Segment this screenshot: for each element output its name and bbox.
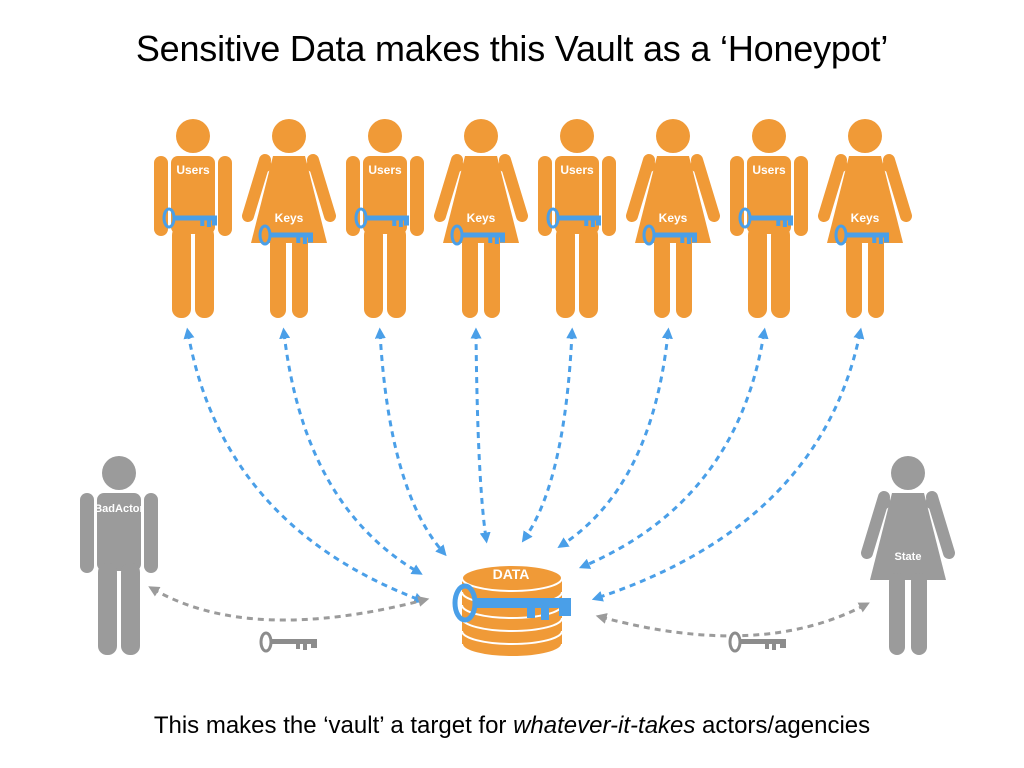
key-icon xyxy=(452,583,571,623)
vault-label: DATA xyxy=(493,566,530,582)
person-label: Keys xyxy=(275,211,304,225)
access-arrow xyxy=(591,327,865,602)
access-arrow xyxy=(279,327,423,575)
person-icon: Users xyxy=(154,119,232,318)
key-icon xyxy=(728,631,786,653)
access-arrow xyxy=(557,327,673,549)
state-label: State xyxy=(895,551,922,563)
key-icon xyxy=(258,224,313,246)
key-icon xyxy=(834,224,889,246)
key-icon xyxy=(450,224,505,246)
key-icon xyxy=(259,631,317,653)
caption-after: actors/agencies xyxy=(695,712,871,739)
person-icon: Users xyxy=(538,119,616,318)
person-label: Keys xyxy=(659,211,688,225)
bad-actor-label: BadActor xyxy=(94,503,144,515)
caption-before: This makes the ‘vault’ a target for xyxy=(153,712,514,739)
person-label: Users xyxy=(752,163,786,177)
access-arrow xyxy=(183,327,426,604)
key-icon xyxy=(738,207,793,229)
person-icon: Keys xyxy=(626,119,720,318)
threat-arrow-right xyxy=(595,602,870,638)
state-actor xyxy=(861,456,955,655)
key-icon xyxy=(546,207,601,229)
bad-actor xyxy=(80,456,158,655)
caption-emphasis: whatever-it-takes xyxy=(513,712,696,739)
data-vault: DATA xyxy=(452,564,571,658)
caption: This makes the ‘vault’ a target for what… xyxy=(0,712,1024,740)
access-arrow xyxy=(374,327,447,557)
page-title: Sensitive Data makes this Vault as a ‘Ho… xyxy=(135,28,889,69)
person-label: Keys xyxy=(467,211,496,225)
access-arrow xyxy=(521,327,578,543)
person-icon: Keys xyxy=(818,119,912,318)
person-label: Users xyxy=(560,163,594,177)
key-icon xyxy=(642,224,697,246)
threat-arrow-left xyxy=(148,586,430,622)
person-label: Users xyxy=(176,163,210,177)
person-icon: Users xyxy=(730,119,808,318)
key-icon xyxy=(354,207,409,229)
access-arrow xyxy=(470,327,491,544)
person-icon: Users xyxy=(346,119,424,318)
key-icon xyxy=(162,207,217,229)
access-arrow xyxy=(578,327,769,569)
person-label: Keys xyxy=(851,211,880,225)
person-label: Users xyxy=(368,163,402,177)
person-icon: Keys xyxy=(434,119,528,318)
person-icon: Keys xyxy=(242,119,336,318)
